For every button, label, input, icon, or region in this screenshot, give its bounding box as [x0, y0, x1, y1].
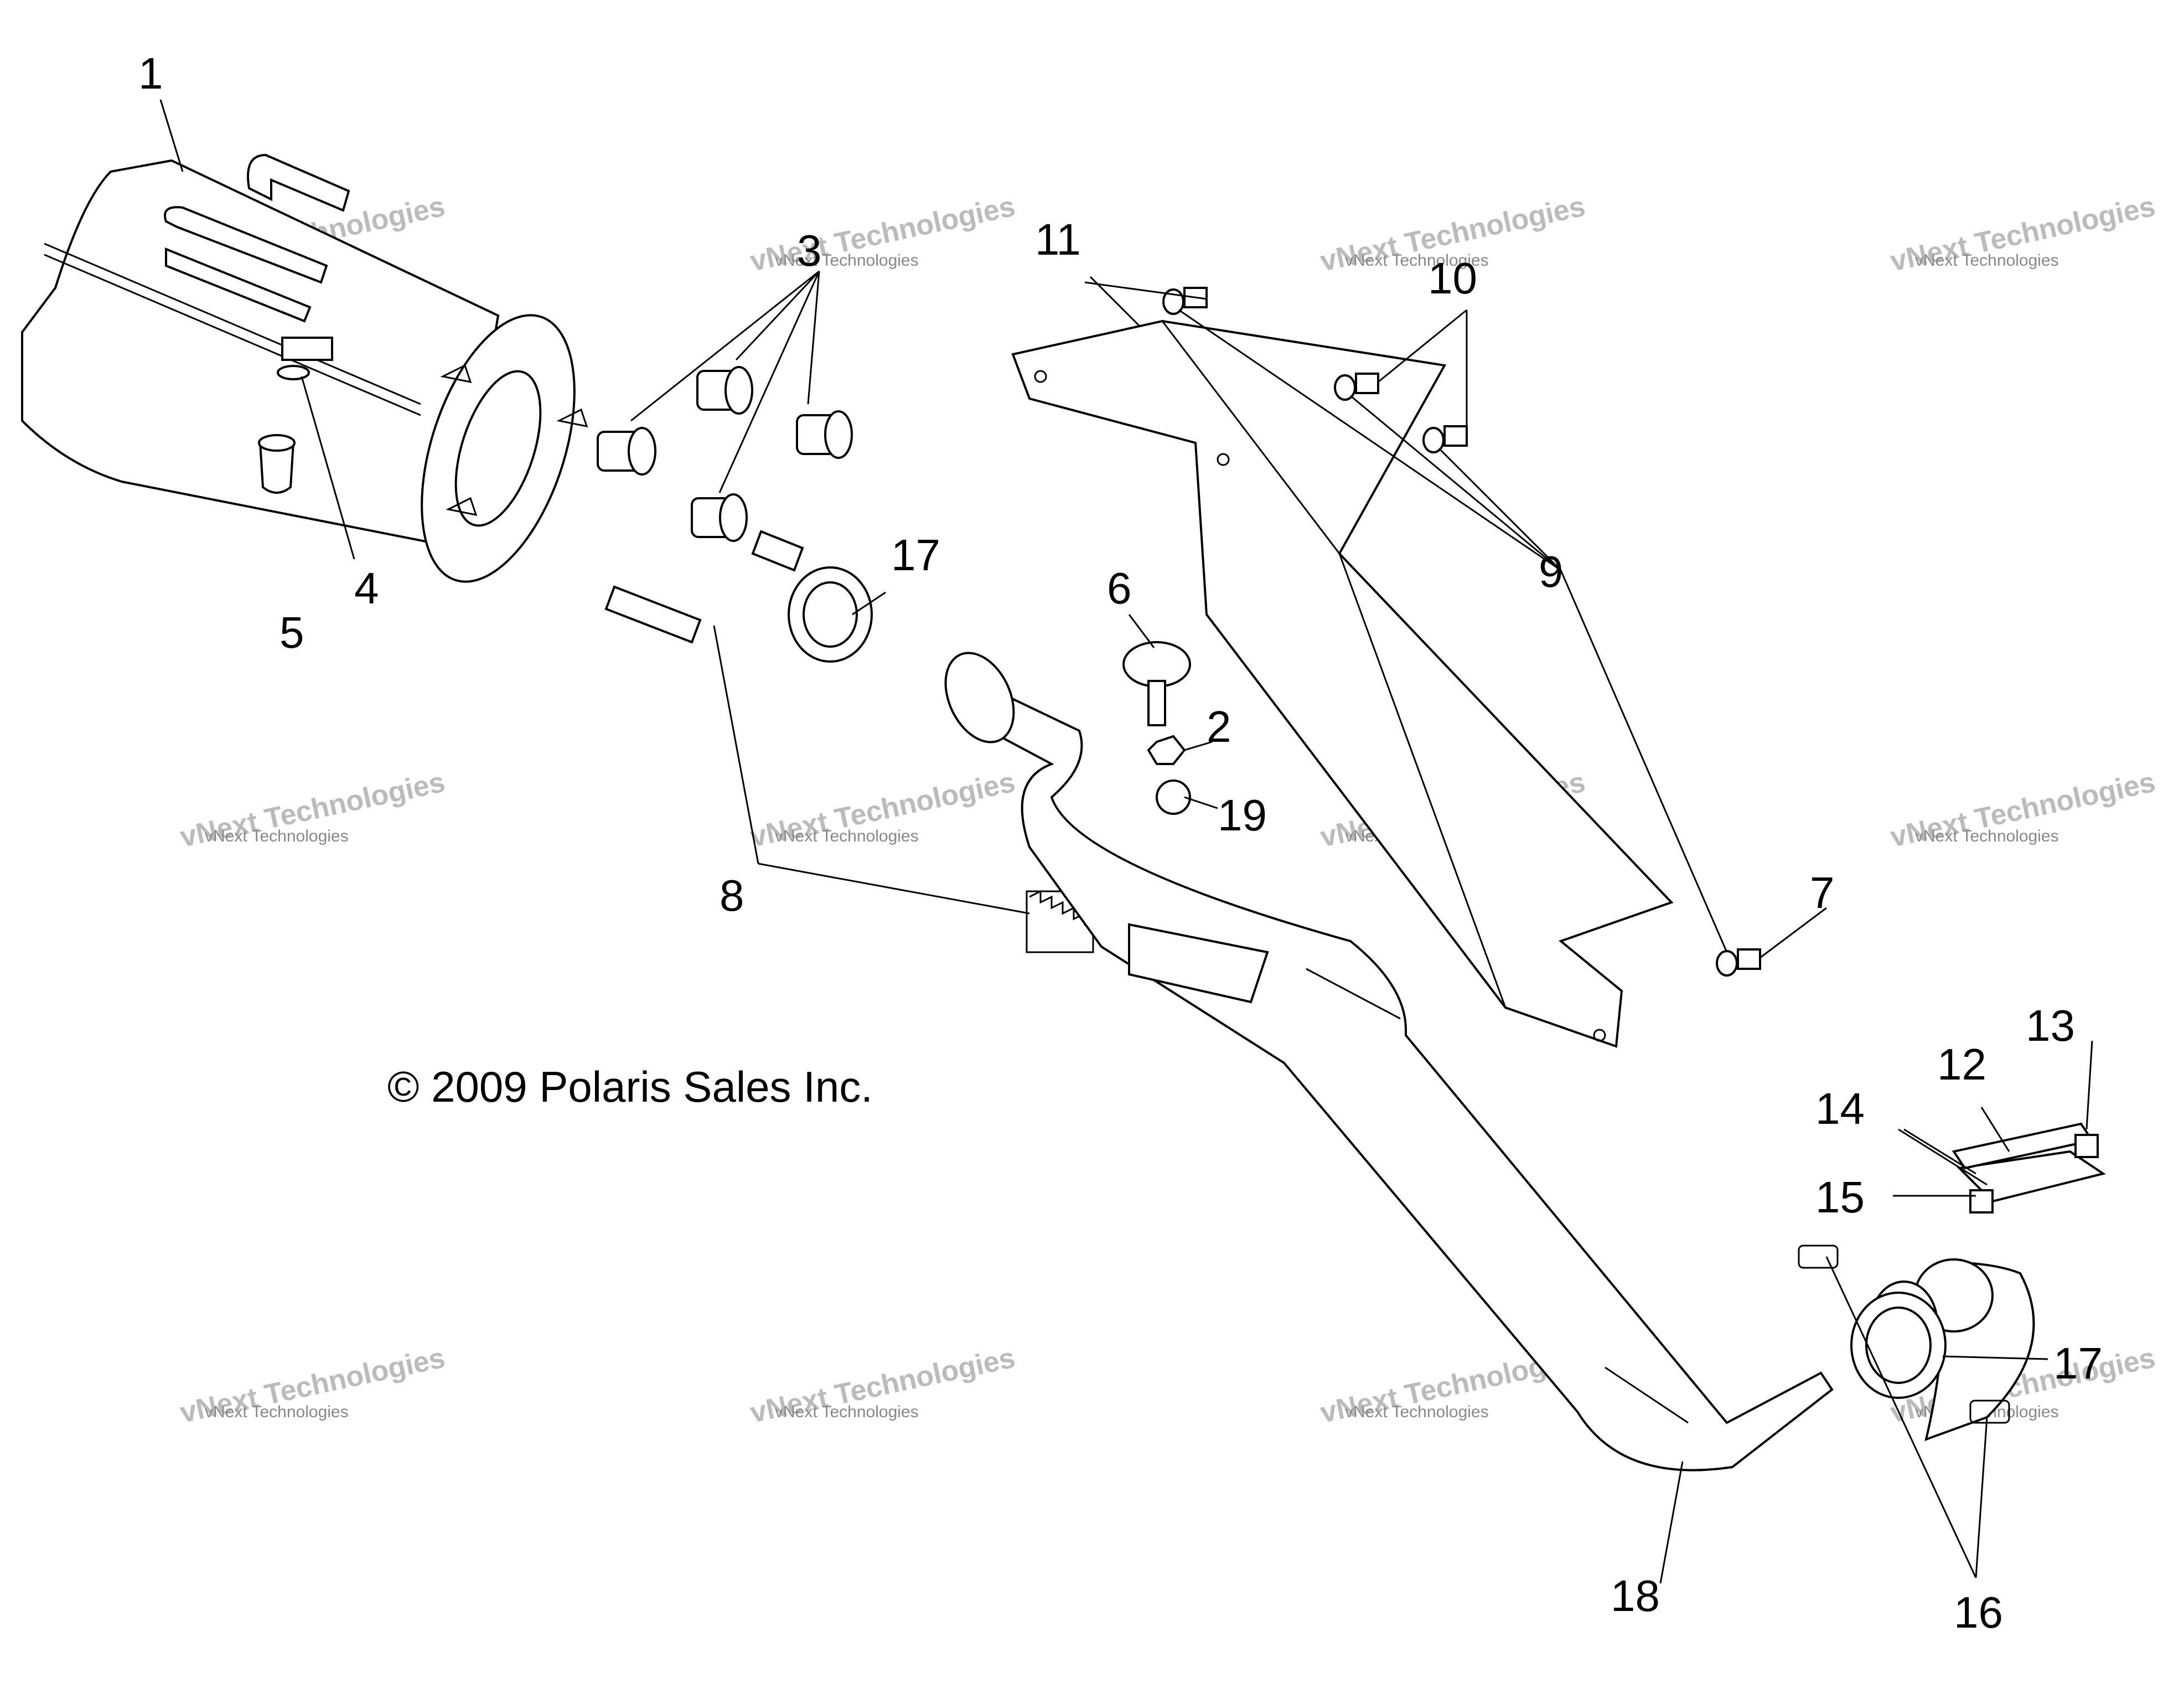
watermark: vNext Technologies	[205, 827, 349, 845]
grommet-part	[597, 427, 656, 476]
watermark: vNext Technologies	[1915, 251, 2059, 270]
callout-13: 13	[2026, 1001, 2075, 1050]
seal-ring-part	[788, 566, 873, 663]
callout-12: 12	[1937, 1040, 1986, 1089]
grommet-part	[696, 366, 753, 415]
callout-6: 6	[1107, 564, 1132, 613]
clip-part	[1156, 779, 1191, 815]
callout-17a: 17	[891, 530, 940, 580]
callout-9: 9	[1539, 547, 1564, 596]
callout-8: 8	[720, 871, 744, 920]
callout-10: 10	[1428, 254, 1477, 303]
spring-part	[1798, 1245, 2010, 1424]
watermark: vNext Technologies	[775, 1403, 919, 1421]
callout-4: 4	[354, 564, 379, 613]
callout-11: 11	[1035, 215, 1081, 264]
grommet-part	[691, 493, 748, 542]
header-pipe-part	[944, 652, 1834, 1471]
watermark: vNext Technologies	[775, 251, 919, 270]
muffler-part	[21, 153, 588, 583]
watermark: vNext Technologies	[1915, 827, 2059, 845]
callout-7: 7	[1810, 868, 1835, 917]
callout-1: 1	[138, 49, 163, 98]
nut-part	[1147, 735, 1186, 765]
callout-labels: 1 3 4 5 17 6 2 19 8 11 10 9 7 13 12 14 1…	[138, 49, 2103, 1637]
heat-shield-part	[1011, 319, 1674, 1048]
watermark: vNext Technologies	[1345, 251, 1489, 270]
callout-18: 18	[1611, 1571, 1660, 1620]
callout-17b: 17	[2053, 1339, 2103, 1388]
callout-14: 14	[1815, 1084, 1865, 1133]
copyright-text: © 2009 Polaris Sales Inc.	[387, 1062, 873, 1111]
grommet-part	[796, 410, 853, 459]
stud-part	[1122, 641, 1191, 726]
seal-ring-part	[1850, 1292, 1947, 1399]
watermark: vNext Technologies	[205, 1403, 349, 1421]
watermark: vNext Technologies	[775, 827, 919, 845]
leader-lines	[159, 99, 2093, 1584]
callout-5: 5	[280, 608, 304, 657]
watermark: vNext Technologies	[1345, 1403, 1489, 1421]
callout-19: 19	[1218, 791, 1267, 840]
callout-15: 15	[1815, 1173, 1865, 1222]
washer-part	[277, 365, 310, 380]
bolt-part	[258, 434, 296, 494]
callout-16: 16	[1954, 1588, 2003, 1637]
callout-3: 3	[797, 226, 822, 275]
callout-2: 2	[1207, 702, 1231, 751]
